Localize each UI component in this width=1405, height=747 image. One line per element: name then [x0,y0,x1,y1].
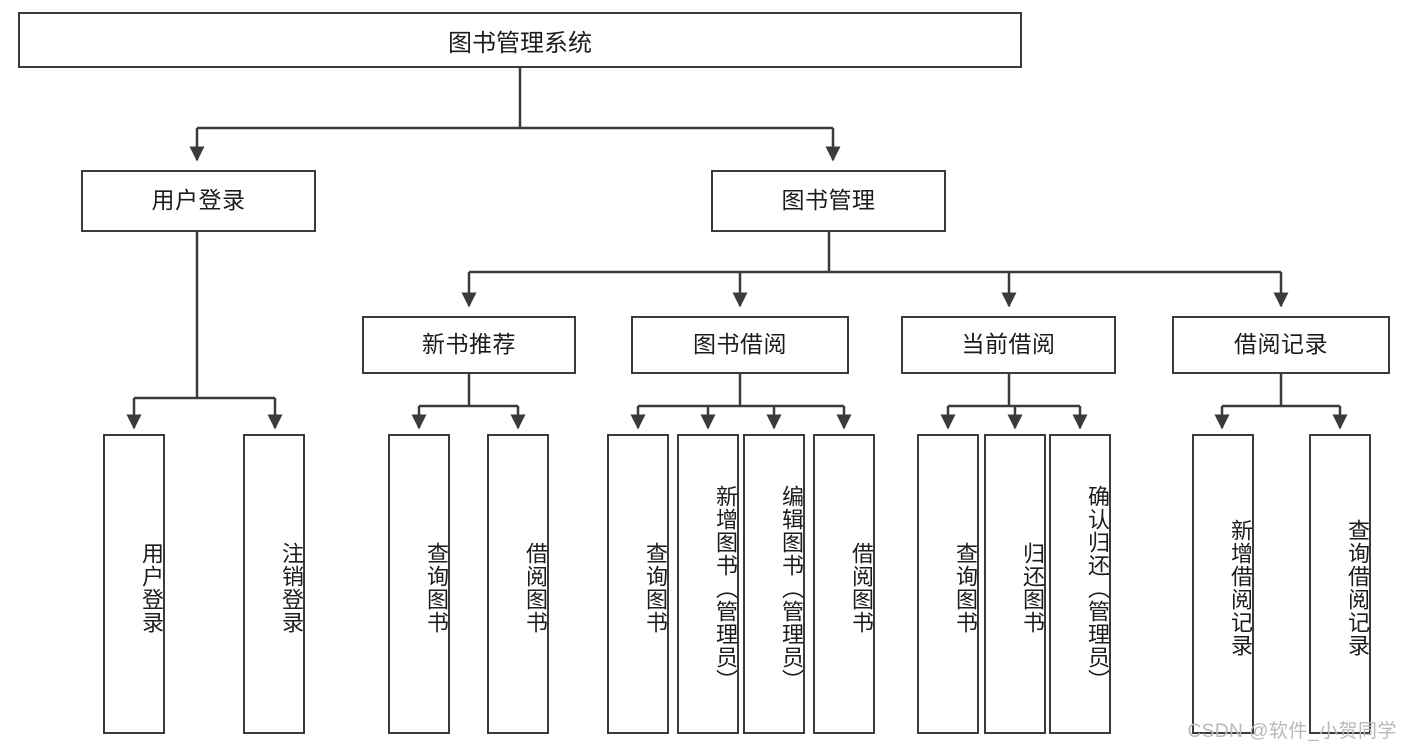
node-leaf-query-book-2[interactable]: 查询图书 [607,434,669,734]
node-leaf-user-login-label: 用户登录 [139,542,164,634]
node-current-borrow[interactable]: 当前借阅 [901,316,1116,374]
node-leaf-edit-book-label: 编辑图书（管理员） [779,484,804,692]
node-book-manage[interactable]: 图书管理 [711,170,946,232]
node-leaf-add-record[interactable]: 新增借阅记录 [1192,434,1254,734]
node-leaf-confirm-return[interactable]: 确认归还（管理员） [1049,434,1111,734]
node-leaf-query-book-2-label: 查询图书 [643,542,668,634]
node-book-manage-label: 图书管理 [781,187,876,214]
node-leaf-query-book-1-label: 查询图书 [424,542,449,634]
node-borrow-record[interactable]: 借阅记录 [1172,316,1390,374]
node-leaf-return-book-label: 归还图书 [1020,542,1045,634]
node-leaf-user-login[interactable]: 用户登录 [103,434,165,734]
node-leaf-add-book-label: 新增图书（管理员） [713,484,738,692]
node-user-login[interactable]: 用户登录 [81,170,316,232]
node-leaf-logout-login[interactable]: 注销登录 [243,434,305,734]
node-current-borrow-label: 当前借阅 [961,331,1056,358]
node-root[interactable]: 图书管理系统 [18,12,1022,68]
node-leaf-query-book-1[interactable]: 查询图书 [388,434,450,734]
node-leaf-query-book-3[interactable]: 查询图书 [917,434,979,734]
node-leaf-query-book-3-label: 查询图书 [953,542,978,634]
node-leaf-add-book[interactable]: 新增图书（管理员） [677,434,739,734]
node-user-login-label: 用户登录 [151,187,246,214]
node-leaf-return-book[interactable]: 归还图书 [984,434,1046,734]
watermark: CSDN @软件_小贺同学 [1187,721,1397,742]
node-leaf-query-record[interactable]: 查询借阅记录 [1309,434,1371,734]
node-root-label: 图书管理系统 [448,29,592,57]
node-leaf-add-record-label: 新增借阅记录 [1228,519,1253,657]
node-book-borrow-label: 图书借阅 [693,331,787,358]
node-leaf-borrow-book-1-label: 借阅图书 [523,542,548,634]
node-leaf-confirm-return-label: 确认归还（管理员） [1085,484,1110,692]
node-leaf-logout-login-label: 注销登录 [279,542,304,634]
node-leaf-borrow-book-1[interactable]: 借阅图书 [487,434,549,734]
node-borrow-record-label: 借阅记录 [1234,331,1328,358]
node-leaf-query-record-label: 查询借阅记录 [1345,519,1370,657]
node-new-book-recommend-label: 新书推荐 [422,331,516,358]
node-leaf-borrow-book-2-label: 借阅图书 [849,542,874,634]
node-leaf-borrow-book-2[interactable]: 借阅图书 [813,434,875,734]
node-leaf-edit-book[interactable]: 编辑图书（管理员） [743,434,805,734]
node-new-book-recommend[interactable]: 新书推荐 [362,316,576,374]
node-book-borrow[interactable]: 图书借阅 [631,316,849,374]
